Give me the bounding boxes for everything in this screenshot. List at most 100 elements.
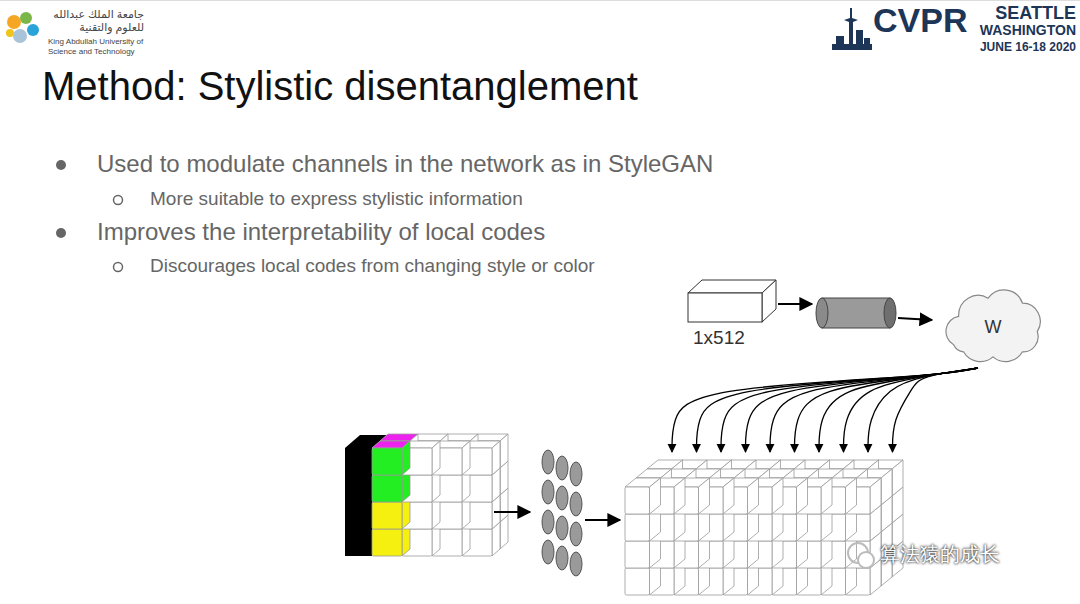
node-text-holder: 1x512	[693, 327, 745, 349]
cube	[846, 478, 882, 514]
seattle-skyline	[832, 8, 872, 50]
cube-part	[699, 478, 710, 514]
label-wrap: CVPR	[873, 1, 967, 40]
arrow	[898, 318, 932, 320]
cube-part	[797, 478, 808, 514]
wechat-icon-part	[858, 552, 874, 568]
bullet-markers-part	[56, 160, 66, 170]
cube	[674, 478, 710, 514]
conference-date: JUNE 16-18 2020	[980, 40, 1076, 54]
bullet-markers-part	[56, 228, 66, 238]
modulation-arrow	[672, 368, 978, 452]
modulation-arrow	[746, 368, 979, 452]
mapping-network	[816, 298, 896, 328]
filter-disk	[570, 552, 582, 576]
mapping-network-part	[822, 298, 890, 328]
kaust-logo-part	[7, 15, 21, 29]
watermark: 算法猿的成长	[880, 543, 1000, 565]
label-wrap: More suitable to express stylistic infor…	[150, 188, 523, 210]
cube-part	[821, 478, 832, 514]
kaust-logo	[6, 12, 39, 43]
filter-disk	[542, 480, 554, 504]
latent-vector-part	[762, 280, 776, 322]
cube-part	[625, 514, 650, 541]
cube-part	[492, 441, 500, 475]
label-wrap: Used to modulate channels in the network…	[97, 150, 713, 178]
modulation-arrow	[868, 368, 978, 452]
logo-text: King Abdullah University of	[48, 37, 143, 46]
cube	[372, 441, 410, 475]
feature-tensor	[625, 460, 903, 595]
cube	[772, 478, 808, 514]
cube	[650, 478, 686, 514]
cube-part	[881, 469, 892, 505]
cube	[402, 441, 440, 475]
filter-disk	[542, 540, 554, 564]
logo-text: Science and Technology	[48, 47, 135, 56]
kaust-logo-part	[13, 29, 27, 43]
label-wrap: Science and Technology	[48, 40, 135, 58]
cube-part	[870, 478, 881, 514]
cube-part	[772, 478, 783, 514]
cube-part	[372, 502, 402, 529]
cube	[821, 478, 857, 514]
conference-state: WASHINGTON	[980, 22, 1076, 38]
latent-vector-part	[688, 293, 762, 322]
bullet-text: Used to modulate channels in the network…	[97, 150, 713, 177]
bullet-markers-part	[114, 263, 123, 272]
cube-part	[650, 478, 661, 514]
latent-vector-part	[688, 280, 776, 293]
modulation-arrow	[893, 368, 979, 452]
cube-part	[372, 448, 402, 475]
sub-bullet-text: More suitable to express stylistic infor…	[150, 188, 523, 209]
cube-part	[723, 478, 734, 514]
cube-part	[432, 441, 440, 475]
arrow	[778, 303, 812, 305]
latent-space-cloud: W	[934, 284, 1052, 370]
cube-part	[674, 478, 685, 514]
top-rule	[0, 0, 1080, 1]
conference-city: SEATTLE	[995, 3, 1076, 23]
filter-disk	[556, 516, 568, 540]
kaust-logo-part	[6, 29, 14, 37]
seattle-skyline-part	[844, 8, 858, 50]
cube-part	[462, 441, 470, 475]
cube	[723, 478, 759, 514]
arrow	[494, 511, 530, 513]
filter-disk	[556, 456, 568, 480]
cube-part	[846, 478, 857, 514]
cube-part	[892, 460, 903, 496]
kaust-logo-part	[20, 12, 32, 24]
bullet-text: Improves the interpretability of local c…	[97, 218, 545, 245]
slide-title: Method: Stylistic disentanglement	[42, 64, 638, 108]
cube-part	[402, 441, 410, 475]
label-wrap: جامعة الملك عبدالله	[48, 4, 144, 22]
mapping-network-part	[816, 298, 828, 328]
conference-name: CVPR	[873, 1, 967, 39]
cube	[699, 478, 735, 514]
local-code-tensor	[372, 434, 508, 556]
modulation-arrow	[844, 368, 979, 452]
logo-arabic: للعلوم والتقنية	[79, 21, 144, 33]
latent-vector	[688, 280, 776, 322]
label-wrap: للعلوم والتقنية	[48, 17, 144, 35]
filter-disk	[542, 450, 554, 474]
cube	[625, 478, 661, 514]
label-wrap: JUNE 16-18 2020	[980, 37, 1076, 55]
kaust-logo-part	[27, 24, 39, 36]
label-wrap: WASHINGTON	[980, 21, 1076, 39]
cube	[432, 441, 470, 475]
node-label: W	[985, 317, 1002, 338]
title-wrap: Method: Stylistic disentanglement	[42, 64, 638, 109]
arrow	[585, 519, 620, 521]
cube-part	[372, 475, 402, 502]
sub-bullet-text: Discourages local codes from changing st…	[150, 255, 595, 276]
black-slab-part	[345, 448, 372, 556]
seattle-skyline-part	[832, 44, 872, 50]
filter-disk	[570, 492, 582, 516]
logo-arabic: جامعة الملك عبدالله	[53, 8, 144, 20]
cube-part	[625, 487, 650, 514]
cube-part	[625, 541, 650, 568]
modulation-arrow	[819, 368, 978, 452]
